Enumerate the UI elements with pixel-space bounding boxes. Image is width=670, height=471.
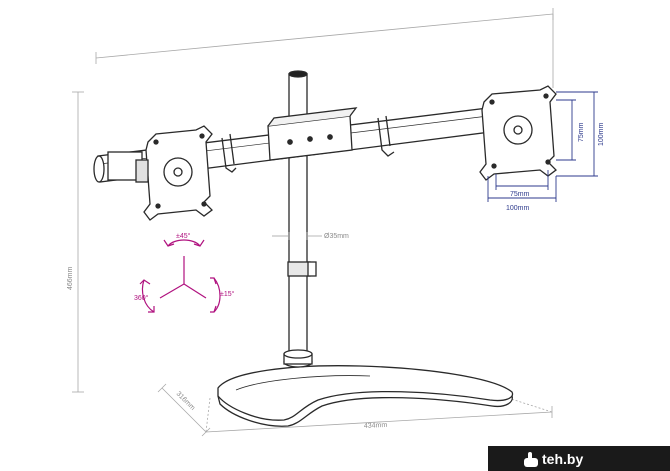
vesa-dimension-lines: [487, 91, 598, 202]
right-vesa-plate: [479, 85, 557, 181]
depth-label: 316mm: [175, 390, 197, 412]
cable-clip: [287, 261, 311, 277]
dimension-frame: [72, 8, 554, 437]
stand-pole: [283, 70, 317, 368]
stand-base: [217, 365, 514, 427]
swivel-label: ±15°: [220, 290, 235, 298]
width-label: 434mm: [364, 422, 388, 430]
hand-pointer-icon: [524, 452, 538, 467]
depth-dimension-line: [161, 387, 207, 433]
vesa-outer-horizontal-label: 100mm: [506, 205, 530, 212]
tilt-label: ±45°: [176, 232, 191, 240]
left-vesa-plate: [135, 125, 213, 221]
vesa-outer-vertical-label: 100mm: [598, 122, 605, 146]
rotate-label: 360°: [134, 294, 149, 302]
vesa-inner-vertical-label: 75mm: [578, 122, 585, 142]
vesa-inner-horizontal-label: 75mm: [510, 191, 530, 198]
height-label: 466mm: [67, 266, 74, 290]
pole-diameter-marker: [272, 232, 322, 240]
watermark-badge: teh.by: [488, 446, 670, 471]
watermark-text: teh.by: [542, 451, 583, 467]
width-dimension-line: [205, 411, 553, 433]
pole-diameter-label: Ø35mm: [324, 233, 349, 240]
rotation-indicator: [139, 239, 221, 313]
